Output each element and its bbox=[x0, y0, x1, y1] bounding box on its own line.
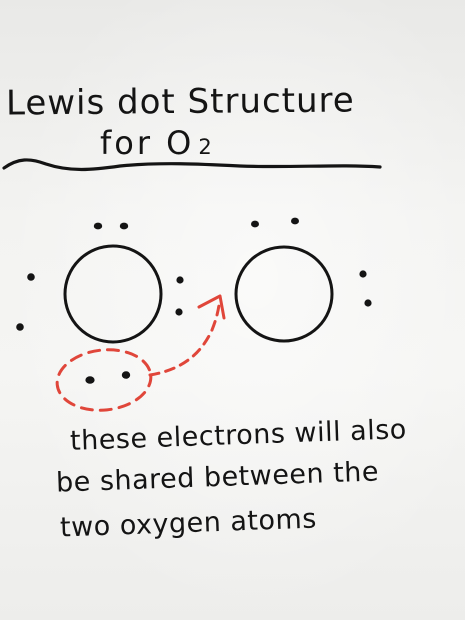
electron-dot bbox=[291, 217, 299, 225]
electron-dot bbox=[93, 222, 103, 230]
title-line-2-text: for O bbox=[100, 124, 195, 162]
electron-dot bbox=[16, 323, 24, 331]
electrons-left-atom bbox=[16, 222, 184, 384]
electron-dot bbox=[119, 222, 129, 230]
oxygen-atom-right bbox=[234, 245, 334, 343]
title-subscript: 2 bbox=[198, 135, 212, 159]
title-wavy-underline bbox=[2, 158, 382, 172]
electron-dot bbox=[251, 220, 259, 228]
electron-dot bbox=[175, 308, 183, 316]
oxygen-atom-left bbox=[63, 244, 163, 344]
electron-dot bbox=[364, 299, 372, 307]
electron-dot bbox=[85, 376, 95, 384]
electron-dot bbox=[176, 276, 184, 284]
share-arrow-head bbox=[197, 294, 226, 320]
electron-dot bbox=[359, 270, 367, 278]
share-arrow-dashed bbox=[148, 303, 221, 377]
electrons-right-atom bbox=[251, 217, 372, 307]
shared-electrons-highlight bbox=[55, 348, 153, 412]
electron-dot bbox=[121, 371, 131, 379]
electron-dot bbox=[27, 273, 35, 281]
